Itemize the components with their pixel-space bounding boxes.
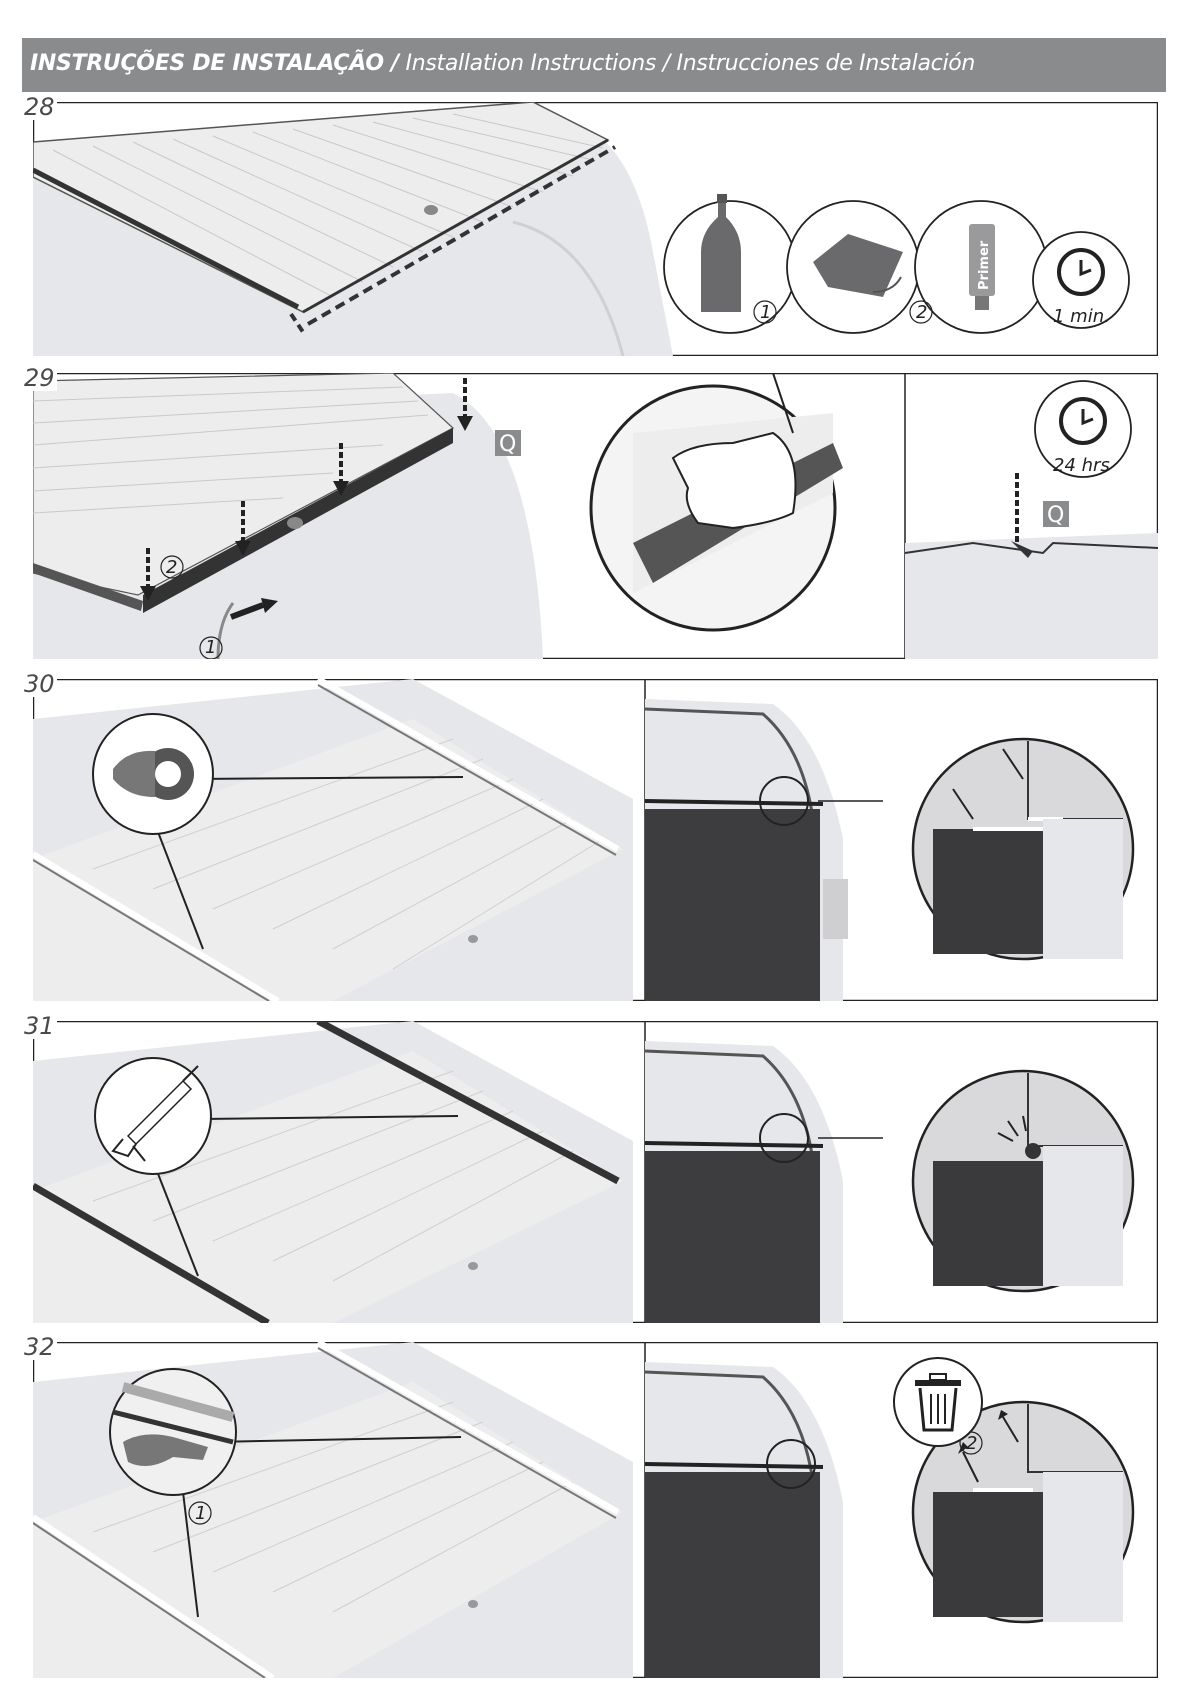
time-label: 1 min. — [1053, 306, 1110, 327]
title-portuguese: INSTRUÇÕES DE INSTALAÇÃO / — [30, 51, 399, 76]
clock-icon: 1 min. — [1033, 232, 1129, 328]
marker-q: Q — [499, 432, 516, 457]
step-number: 29 — [22, 365, 57, 391]
callout-2: 2 — [966, 1433, 977, 1454]
step-number: 30 — [22, 671, 57, 697]
caulk-gun-icon — [95, 1058, 211, 1174]
primer-tube-icon: Primer — [915, 201, 1047, 333]
callout-2: 2 — [916, 302, 927, 323]
step-28-panel: 1 Primer 2 1 min. 28 — [33, 102, 1158, 356]
step-32-illustration: 1 2 — [33, 1342, 1158, 1678]
step-29-illustration: 1 2 Q Q 24 hrs — [33, 373, 1158, 659]
magnified-seal-detail — [913, 1071, 1133, 1291]
callout-1: 1 — [205, 637, 216, 658]
callout-2: 2 — [166, 557, 177, 578]
step-number: 28 — [22, 94, 57, 120]
step-31-illustration — [33, 1021, 1158, 1323]
step-31-panel: 31 — [33, 1021, 1158, 1323]
marker-q-2: Q — [1047, 503, 1064, 528]
tape-roll-icon — [93, 714, 213, 834]
clock-icon: 24 hrs — [1035, 381, 1131, 477]
title-en-es: Installation Instructions / Instruccione… — [399, 51, 975, 76]
step-32-panel: 1 2 32 — [33, 1342, 1158, 1678]
callout-1: 1 — [195, 1503, 206, 1524]
primer-label: Primer — [977, 240, 992, 290]
step-30-panel: 30 — [33, 679, 1158, 1001]
header-title: INSTRUÇÕES DE INSTALAÇÃO / Installation … — [30, 51, 975, 76]
time-label: 24 hrs — [1053, 455, 1110, 476]
trash-bin-icon — [894, 1358, 982, 1446]
step-28-illustration: 1 Primer 2 1 min. — [33, 102, 1158, 356]
callout-1: 1 — [760, 302, 771, 323]
magnified-seal-detail — [913, 739, 1133, 959]
step-30-illustration — [33, 679, 1158, 1001]
hand-icon — [110, 1369, 236, 1495]
page-header: INSTRUÇÕES DE INSTALAÇÃO / Installation … — [22, 38, 1166, 92]
step-number: 32 — [22, 1334, 57, 1360]
step-29-panel: 1 2 Q Q 24 hrs 29 — [33, 373, 1158, 659]
cloth-icon — [787, 201, 919, 333]
step-number: 31 — [22, 1013, 57, 1039]
